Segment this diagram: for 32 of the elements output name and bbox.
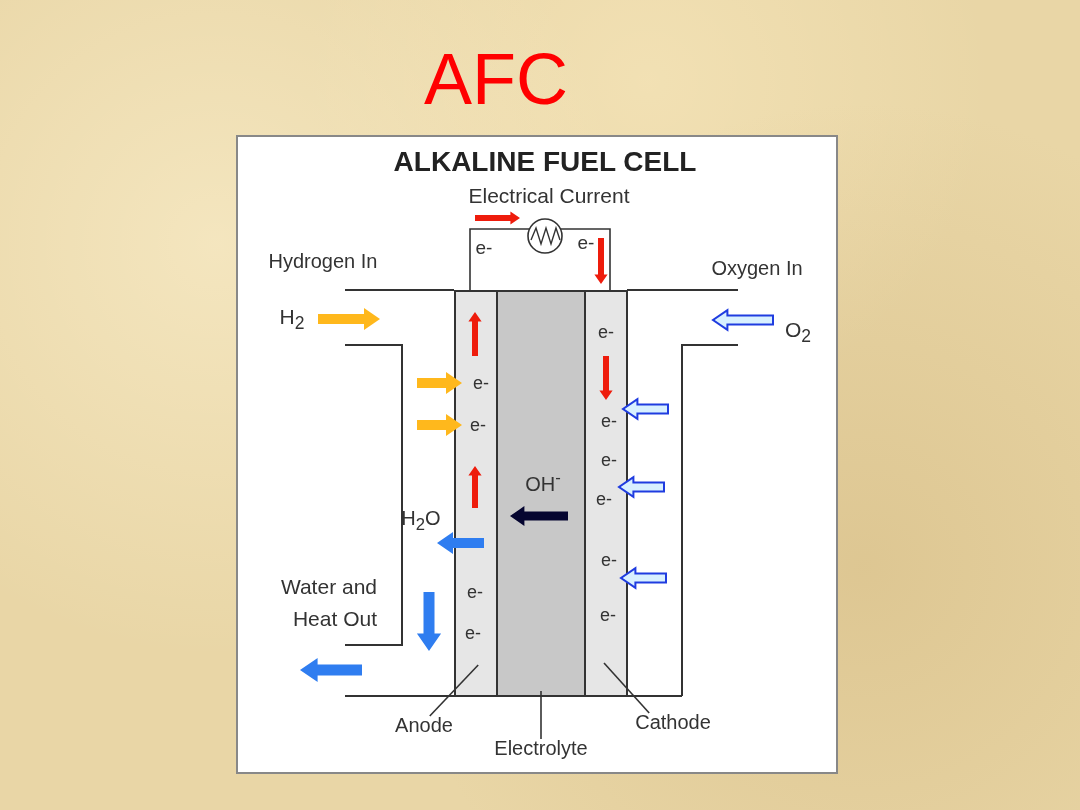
inlet-label: Hydrogen In [268,250,378,272]
part-label: Anode [395,714,453,736]
leader-line [428,664,479,717]
leader-line [603,662,650,714]
formula-label: H$_{2}$ [279,304,305,334]
electron-label: e- [601,451,617,471]
electron-label: e- [465,624,481,644]
electron-label: e- [470,416,486,436]
part-label: Cathode [635,711,711,733]
circuit-label: Electrical Current [468,184,630,208]
circuit-wire [469,228,611,291]
electron-label: e- [577,232,595,254]
slide-title: AFC [424,40,568,120]
electron-label: e- [601,412,617,432]
cathode-bar [584,290,628,697]
outlet-label: Water and Heat Out [279,574,377,632]
heading-label: ALKALINE FUEL CELL [393,146,697,178]
formula-label: O$_{2}$ [784,317,812,347]
electrolyte-bar [496,290,586,697]
part-label: Electrolyte [494,737,588,759]
electron-label: e- [596,490,612,510]
electron-label: e- [598,323,614,343]
formula-label: OH$^{-}$ [525,469,561,495]
leader-line [540,690,542,740]
formula-label: H$_{2}$O [401,507,441,535]
anode-bar [454,290,498,697]
electron-label: e- [601,551,617,571]
electron-label: e- [473,374,489,394]
electron-label: e- [475,237,493,259]
electron-label: e- [467,583,483,603]
inlet-label: Oxygen In [711,257,803,279]
electron-label: e- [600,606,616,626]
